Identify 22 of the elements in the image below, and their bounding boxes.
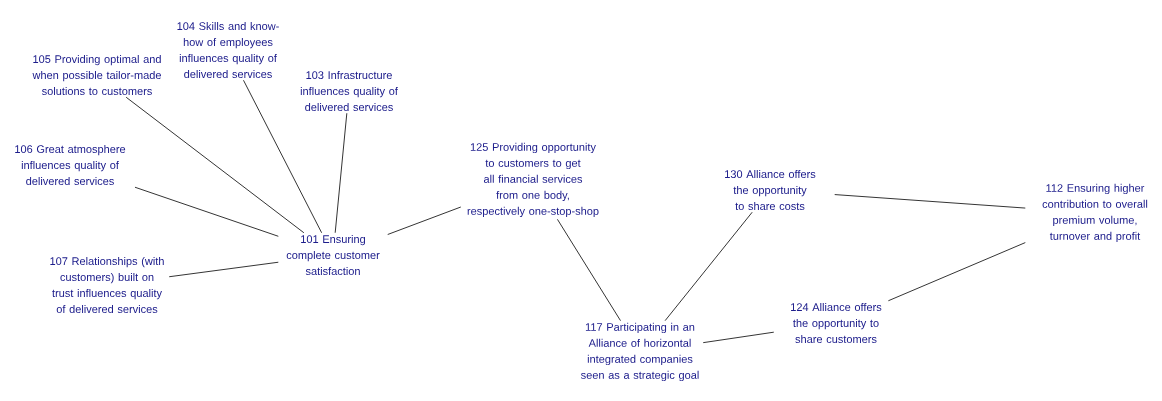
connector-line [887, 242, 1026, 302]
node-text: 101 Ensuring complete customer satisfaction [286, 234, 380, 276]
node-text: 117 Participating in an Alliance of horizontal integrated companies seen as a strategic goal [581, 322, 699, 382]
node-text: 124 Alliance offers the opportunity to share customers [791, 302, 882, 344]
node-text: 103 Infrastructure influences quality of delivered services [300, 70, 398, 112]
connector-line [387, 206, 462, 235]
connector-line [334, 112, 348, 234]
connector-line [243, 79, 323, 234]
node-text: 112 Ensuring higher contribution to overall premium volume, turnover and profit [1042, 183, 1148, 243]
connector-line [664, 211, 753, 322]
connector-line [125, 96, 305, 234]
node-text: 105 Providing optimal and when possible tailor-made solutions to customers [32, 54, 161, 96]
connector-line [134, 186, 279, 237]
connector-line [834, 194, 1026, 209]
node-text: 130 Alliance offers the opportunity to share costs [725, 169, 816, 211]
node-text: 106 Great atmosphere influences quality of delivered services [15, 144, 126, 186]
node-text: 107 Relationships (with customers) built on trust influences quality of delivered services [50, 256, 164, 314]
node-text: 125 Providing opportunity to customers to get all financial services from one body, respectively one-stop-shop [467, 142, 599, 218]
connector-line [702, 331, 775, 344]
connector-line [168, 261, 279, 278]
node-text: 104 Skills and know-how of employees influences quality of delivered services [177, 21, 279, 79]
connector-line [557, 218, 621, 322]
